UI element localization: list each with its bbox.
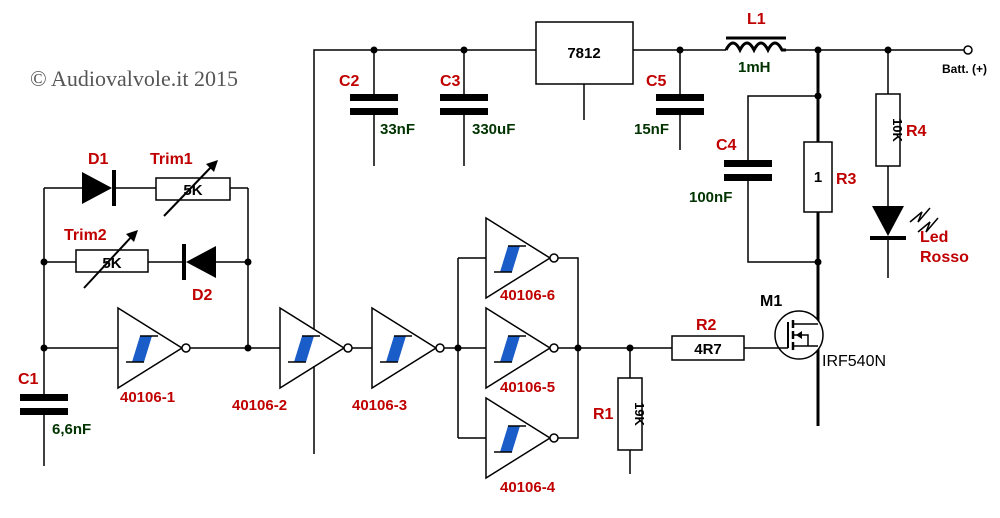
svg-text:10K: 10K [890, 118, 905, 142]
gate-label: 40106-5 [500, 379, 555, 396]
gate-40106-2 [279, 307, 353, 389]
svg-text:D2: D2 [192, 287, 213, 304]
trimmer-trim2: 5K Trim2 [64, 227, 184, 289]
gate-40106-6 [485, 217, 559, 299]
copyright-text: © Audiovalvole.it 2015 [30, 66, 238, 91]
regulator-7812: 7812 [535, 21, 634, 146]
resistor-r2: 4R7 R2 [671, 317, 745, 361]
svg-text:R1: R1 [593, 406, 614, 423]
ground-symbol [800, 426, 836, 452]
svg-text:IRF540N: IRF540N [822, 353, 886, 370]
gate-label: 40106-1 [120, 389, 175, 406]
svg-text:330uF: 330uF [472, 121, 515, 138]
svg-text:R2: R2 [696, 317, 717, 334]
ground-symbol [296, 454, 332, 480]
svg-text:4R7: 4R7 [694, 341, 722, 358]
gate-40106-3 [371, 307, 445, 389]
svg-text:33nF: 33nF [380, 121, 415, 138]
svg-text:7812: 7812 [567, 45, 600, 62]
svg-text:C2: C2 [339, 73, 360, 90]
svg-text:M1: M1 [760, 293, 782, 310]
svg-text:100nF: 100nF [689, 189, 732, 206]
svg-text:L1: L1 [747, 11, 766, 28]
resistor-r3: R3 1 R3 [803, 141, 857, 213]
mosfet-m1: M1 IRF540N [760, 293, 886, 370]
resistor-r1: 19K R1 [593, 348, 648, 500]
svg-text:Trim2: Trim2 [64, 227, 107, 244]
svg-text:6,6nF: 6,6nF [52, 421, 91, 438]
trimmer-trim1: 5K Trim1 [150, 151, 248, 217]
svg-text:C5: C5 [646, 73, 667, 90]
gate-label: 40106-4 [500, 479, 556, 496]
svg-text:Rosso: Rosso [920, 249, 969, 266]
battery-terminal [963, 45, 973, 55]
led-red: Led Rosso [870, 206, 969, 304]
gate-40106-4 [485, 397, 559, 479]
svg-text:5K: 5K [102, 255, 121, 272]
svg-text:1: 1 [814, 169, 822, 186]
svg-text:Trim1: Trim1 [150, 151, 193, 168]
svg-text:C3: C3 [440, 73, 461, 90]
resistor-r4: 10K R4 [875, 50, 927, 206]
svg-text:15nF: 15nF [634, 121, 669, 138]
diode-d2: D2 [182, 244, 248, 304]
diode-d1: D1 [82, 151, 156, 206]
svg-text:D1: D1 [88, 151, 109, 168]
gate-40106-1 [117, 307, 191, 389]
battery-label: Batt. (+) [942, 62, 987, 76]
svg-text:1mH: 1mH [738, 59, 771, 76]
capacitor-c2: C2 33nF [339, 50, 415, 192]
svg-text:R4: R4 [906, 123, 927, 140]
gate-label: 40106-2 [232, 397, 287, 414]
svg-text:19K: 19K [632, 402, 647, 426]
capacitor-c4: C4 100nF [689, 95, 818, 263]
svg-text:C4: C4 [716, 137, 737, 154]
capacitor-c1: C1 6,6nF [18, 371, 91, 492]
gate-40106-5 [485, 307, 559, 389]
inductor-l1: L1 1mH [724, 11, 786, 76]
svg-text:R3: R3 [836, 171, 857, 188]
gate-label: 40106-3 [352, 397, 407, 414]
capacitor-c5: C5 15nF [634, 50, 704, 176]
svg-text:5K: 5K [183, 182, 202, 199]
capacitor-c3: C3 330uF [440, 50, 515, 192]
svg-text:C1: C1 [18, 371, 39, 388]
gate-label: 40106-6 [500, 287, 555, 304]
svg-text:Led: Led [920, 229, 948, 246]
